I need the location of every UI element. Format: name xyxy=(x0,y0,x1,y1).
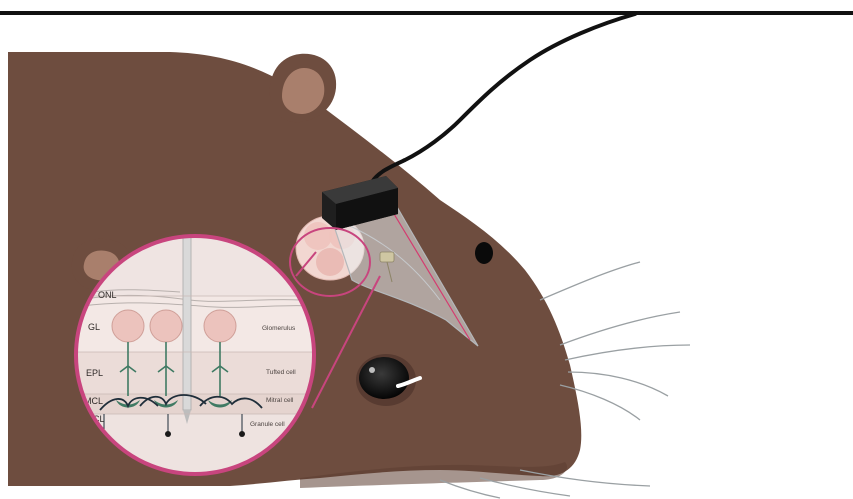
electrode-shaft xyxy=(183,230,191,410)
label-tufted-cell: Tufted cell xyxy=(266,369,296,376)
label-granule-cell: Granule cell xyxy=(250,421,285,428)
recording-cable xyxy=(372,14,635,182)
layer-label-epl: EPL xyxy=(86,368,103,378)
glomeruli xyxy=(112,310,236,342)
layer-label-onl: ONL xyxy=(98,290,117,300)
label-mitral-cell: Mitral cell xyxy=(266,397,294,404)
rat-eye-far xyxy=(475,242,493,264)
label-glomerulus: Glomerulus xyxy=(262,325,296,332)
layer-label-gl: GL xyxy=(88,322,100,332)
